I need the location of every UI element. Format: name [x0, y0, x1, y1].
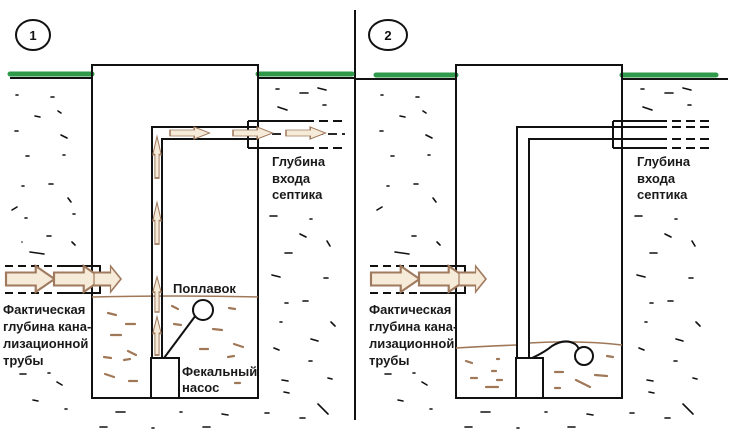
soil-texture [11, 87, 336, 429]
label-fecal-pump: Фекальный насос [182, 364, 261, 395]
float-switch [574, 346, 594, 366]
label-sewer-pipe-depth: Фактическая глубина кана- лизационной тр… [369, 302, 461, 368]
panel-1: 1 [3, 19, 355, 429]
panel-number-badge: 1 [15, 19, 51, 51]
septic-tank-walls [455, 64, 623, 399]
sewage-level [91, 295, 259, 298]
sediment [464, 354, 615, 390]
sediment [102, 304, 245, 385]
discharge-pipe [151, 126, 258, 358]
fecal-pump [150, 357, 180, 399]
panel-number: 1 [29, 28, 36, 43]
septic-tank-walls [91, 64, 259, 399]
septic-inlet-pipe [612, 120, 710, 149]
float-switch [192, 299, 214, 321]
panel-2: 2 [355, 19, 728, 429]
soil-texture [376, 87, 701, 429]
label-float: Поплавок [173, 281, 236, 296]
sewage-level [455, 341, 623, 349]
label-septic-inlet-depth: Глубина входа септика [272, 154, 329, 202]
fecal-pump [515, 357, 544, 399]
float-cable [163, 314, 197, 359]
panel-number: 2 [384, 28, 391, 43]
inflow-arrows [369, 264, 488, 294]
label-septic-inlet-depth: Глубина входа септика [637, 154, 694, 202]
septic-tank [92, 65, 258, 178]
discharge-pipe [516, 126, 622, 358]
inflow-arrows [4, 264, 123, 294]
panel-number-badge: 2 [368, 19, 408, 51]
label-sewer-pipe-depth: Фактическая глубина кана- лизационной тр… [3, 302, 95, 368]
